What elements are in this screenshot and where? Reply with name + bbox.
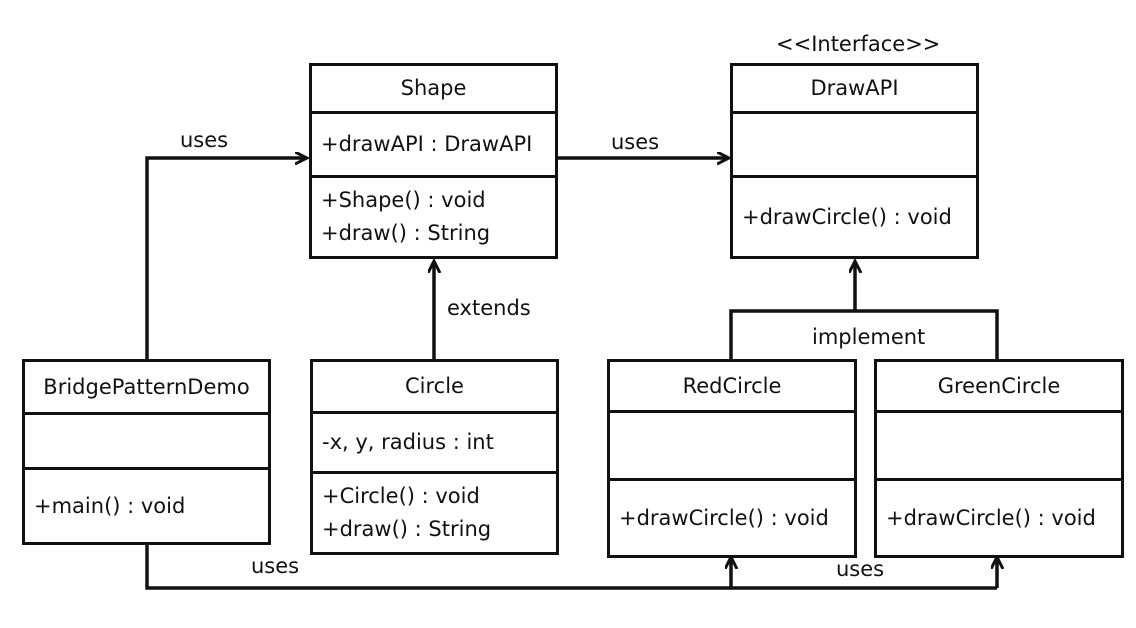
class-name: DrawAPI xyxy=(810,76,899,100)
attributes-section xyxy=(877,410,1121,478)
attributes-section xyxy=(25,412,268,467)
implement-line xyxy=(729,309,999,361)
operation: +main() : void xyxy=(34,493,186,518)
attributes-section xyxy=(610,410,854,478)
operations-section: +main() : void xyxy=(25,467,268,542)
class-name: GreenCircle xyxy=(937,373,1061,398)
operation: +drawCircle() : void xyxy=(886,505,1096,530)
class-name: Shape xyxy=(400,76,467,100)
uses-label-shape-drawapi: uses xyxy=(611,130,660,154)
operations-section: +drawCircle() : void xyxy=(733,175,976,256)
class-circle: Circle -x, y, radius : int +Circle() : v… xyxy=(310,359,559,555)
class-shape: Shape +drawAPI : DrawAPI +Shape() : void… xyxy=(309,63,558,259)
operations-section: +drawCircle() : void xyxy=(877,478,1121,555)
class-redcircle: RedCircle +drawCircle() : void xyxy=(607,359,857,558)
uses-label-bridge-red: uses xyxy=(251,554,300,578)
class-name: BridgePatternDemo xyxy=(43,374,250,399)
uses-arrow-bridge-to-shape xyxy=(145,158,306,361)
uses-label-bridge-shape: uses xyxy=(180,128,229,152)
attributes-section xyxy=(733,111,976,175)
attribute: +drawAPI : DrawAPI xyxy=(321,132,533,156)
operations-section: +drawCircle() : void xyxy=(610,478,854,555)
operation: +drawCircle() : void xyxy=(742,204,952,229)
implement-label: implement xyxy=(809,325,929,349)
operation: +draw() : String xyxy=(322,517,492,541)
class-bridgepatterndemo: BridgePatternDemo +main() : void xyxy=(22,359,271,545)
operation: +draw() : String xyxy=(321,221,491,245)
operations-section: +Shape() : void +draw() : String xyxy=(312,175,555,256)
extends-label: extends xyxy=(447,296,531,320)
uses-label-bridge-green: uses xyxy=(836,557,885,581)
operation: +Circle() : void xyxy=(322,484,480,508)
interface-stereotype: <<Interface>> xyxy=(776,32,941,56)
operation: +Shape() : void xyxy=(321,188,486,212)
class-drawapi: DrawAPI +drawCircle() : void xyxy=(730,63,979,259)
class-name: Circle xyxy=(405,374,464,398)
class-greencircle: GreenCircle +drawCircle() : void xyxy=(874,359,1124,558)
attribute: -x, y, radius : int xyxy=(322,430,494,454)
operations-section: +Circle() : void +draw() : String xyxy=(313,471,556,552)
attributes-section: -x, y, radius : int xyxy=(313,411,556,471)
uses-line-bottom xyxy=(145,544,997,590)
class-name: RedCircle xyxy=(682,373,782,398)
attributes-section: +drawAPI : DrawAPI xyxy=(312,111,555,175)
operation: +drawCircle() : void xyxy=(619,505,829,530)
